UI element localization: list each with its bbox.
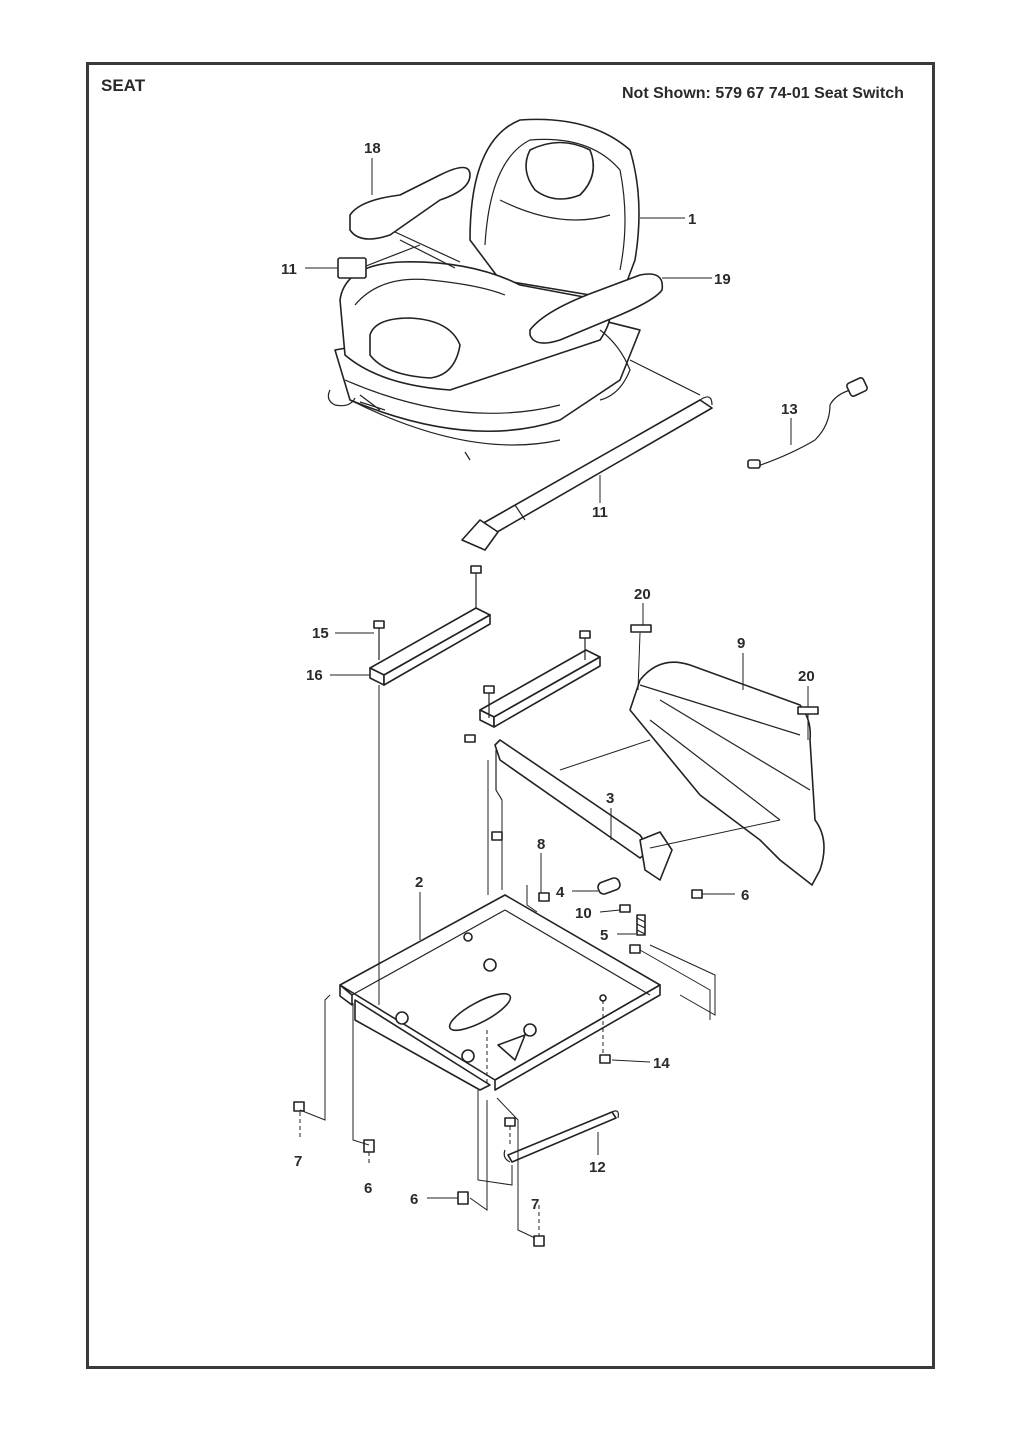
callout-2: 2 bbox=[415, 874, 423, 891]
callout-16: 16 bbox=[306, 667, 323, 684]
seat-plate-2 bbox=[339, 894, 661, 1091]
seat-bracket-9 bbox=[629, 624, 825, 886]
callout-14: 14 bbox=[653, 1055, 670, 1072]
diagram-frame bbox=[86, 62, 935, 1369]
callout-18: 18 bbox=[364, 140, 381, 157]
hardware-small bbox=[526, 877, 716, 1016]
callout-6-right: 6 bbox=[741, 887, 749, 904]
callout-4: 4 bbox=[556, 884, 565, 901]
callout-6-bottom: 6 bbox=[410, 1191, 418, 1208]
callout-11-belt: 11 bbox=[592, 504, 608, 521]
callout-20-right: 20 bbox=[798, 668, 815, 685]
slide-rails bbox=[369, 565, 601, 728]
callout-12: 12 bbox=[589, 1159, 606, 1176]
callout-3: 3 bbox=[606, 790, 614, 807]
bottom-fasteners bbox=[293, 1054, 611, 1247]
seat-assembly bbox=[327, 118, 701, 461]
callout-10: 10 bbox=[575, 905, 592, 922]
callout-9: 9 bbox=[737, 635, 745, 652]
callout-13: 13 bbox=[781, 401, 798, 418]
seat-belt bbox=[461, 396, 713, 551]
not-shown-note: Not Shown: 579 67 74-01 Seat Switch bbox=[622, 85, 904, 102]
callout-15: 15 bbox=[312, 625, 329, 642]
callouts: 18 1 11 19 13 11 20 15 9 16 20 3 8 2 4 6… bbox=[281, 140, 815, 1213]
callout-8: 8 bbox=[537, 836, 545, 853]
callout-19: 19 bbox=[714, 271, 731, 288]
callout-11-buckle: 11 bbox=[281, 261, 297, 278]
callout-5: 5 bbox=[600, 927, 608, 944]
callout-20-top: 20 bbox=[634, 586, 651, 603]
callout-7-bottom: 7 bbox=[531, 1196, 539, 1213]
callout-1: 1 bbox=[688, 211, 696, 228]
seat-bar-3 bbox=[464, 734, 673, 881]
switch-harness bbox=[747, 377, 868, 469]
diagram-title: SEAT bbox=[101, 76, 146, 95]
callout-7-left: 7 bbox=[294, 1153, 302, 1170]
alignment-lines bbox=[299, 685, 781, 1239]
callout-6-left: 6 bbox=[364, 1180, 372, 1197]
rod-12 bbox=[503, 1110, 619, 1163]
leader-lines bbox=[305, 158, 809, 1199]
